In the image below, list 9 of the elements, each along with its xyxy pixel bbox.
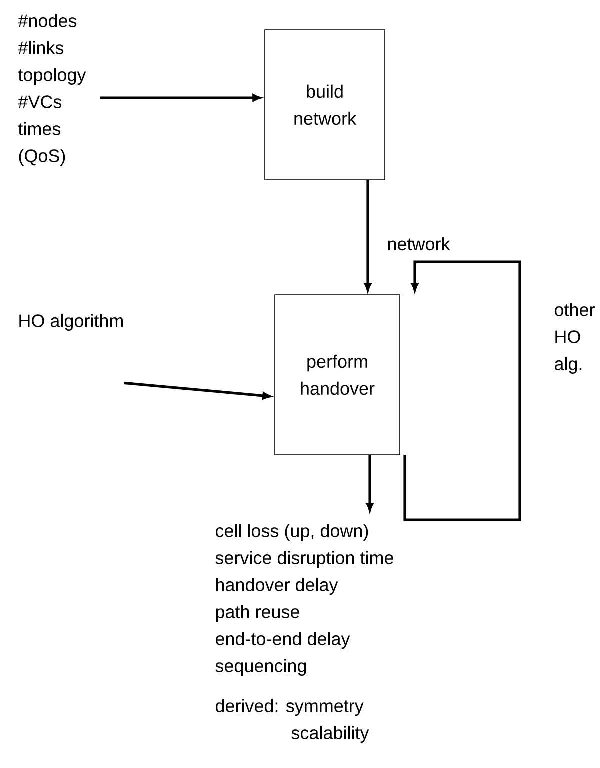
- arrow: [364, 180, 372, 292]
- arrow: [404, 260, 522, 522]
- process-box: perform handover: [274, 294, 400, 456]
- process-box: build network: [264, 30, 386, 180]
- edge-label: other HO alg.: [553, 302, 600, 375]
- edge-label: network: [386, 236, 452, 252]
- label-text: HO algorithm: [20, 314, 124, 331]
- output-list: cell loss (up, down) service disruption time handover delay path reuse end-to-end delay sequencing derived: symmetry scalability: [216, 524, 394, 744]
- input-list: #nodes #links topology #VCs times (QoS): [18, 14, 86, 166]
